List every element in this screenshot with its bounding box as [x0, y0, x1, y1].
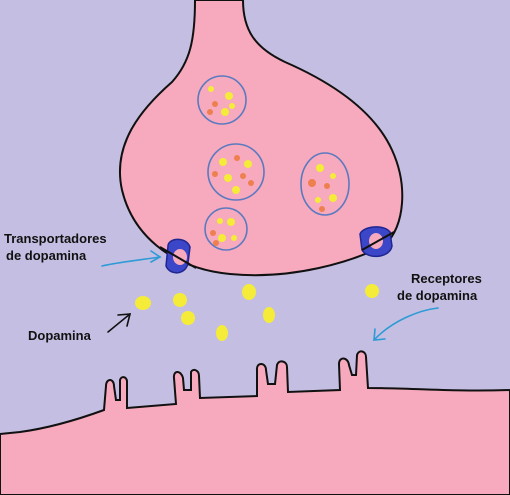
label-transportadores-line1: Transportadores	[4, 231, 107, 246]
label-dopamina: Dopamina	[28, 328, 91, 343]
dopamine-molecules	[135, 284, 379, 341]
label-transportadores-line2: de dopamina	[6, 248, 87, 263]
vesicle-4	[204, 207, 248, 251]
label-transportadores: Transportadores de dopamina	[4, 230, 107, 264]
transporter-right	[359, 226, 395, 258]
vesicle-1	[197, 75, 247, 125]
vesicle-2	[207, 143, 265, 201]
transporter-left	[159, 238, 197, 274]
label-receptores: Receptores de dopamina	[397, 270, 482, 304]
label-receptores-line2: de dopamina	[397, 288, 478, 303]
label-receptores-line1: Receptores	[411, 271, 482, 286]
arrow-dopamina-icon	[107, 313, 132, 333]
arrow-receptores-icon	[373, 307, 439, 341]
vesicle-3	[300, 152, 350, 216]
arrow-transporter-icon	[101, 250, 162, 267]
postsynaptic-neuron	[0, 350, 510, 495]
